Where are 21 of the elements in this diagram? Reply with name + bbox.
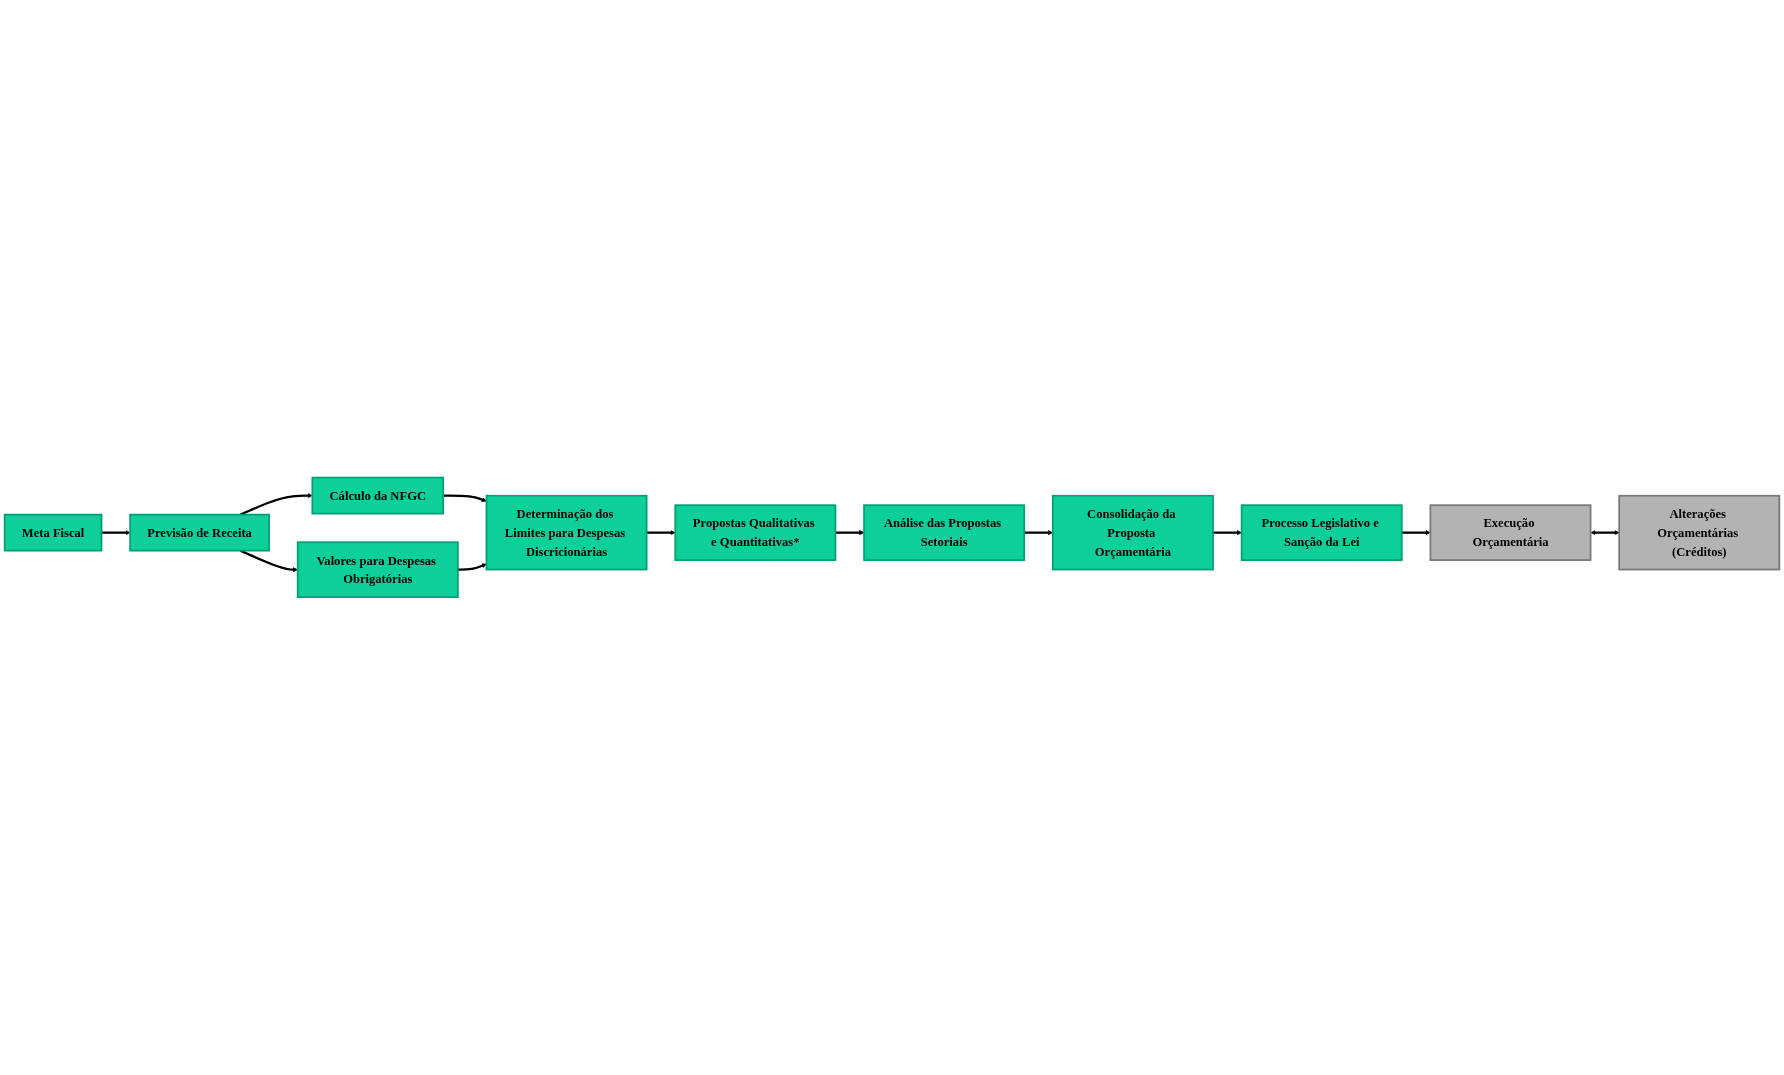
- node-box: Valores para Despesas Obrigatórias: [296, 541, 459, 599]
- arrow: [239, 493, 313, 516]
- node-box: Alterações Orçamentárias (Créditos): [1618, 495, 1781, 571]
- node-box: Determinação dos Limites para Despesas Discricionárias: [485, 495, 648, 571]
- node-box: Análise das Propostas Setoriais: [863, 504, 1026, 562]
- node-box: Execução Orçamentária: [1429, 504, 1592, 562]
- arrow: [443, 494, 487, 503]
- arrow: [1590, 530, 1620, 536]
- arrow: [835, 530, 865, 536]
- node-box: Processo Legislativo e Sanção da Lei: [1240, 504, 1403, 562]
- node-box: Cálculo da NFGC: [311, 476, 445, 515]
- node-box: Meta Fiscal: [3, 513, 103, 552]
- arrow: [101, 530, 131, 536]
- node-box: Consolidação da Proposta Orçamentária: [1051, 495, 1214, 571]
- arrow: [1213, 530, 1242, 536]
- arrow: [646, 530, 676, 536]
- node-box: Previsão de Receita: [129, 513, 270, 552]
- node-box: Propostas Qualitativas e Quantitativas*: [674, 504, 837, 562]
- arrow: [1401, 530, 1431, 536]
- arrow: [457, 563, 487, 571]
- arrow: [239, 549, 298, 573]
